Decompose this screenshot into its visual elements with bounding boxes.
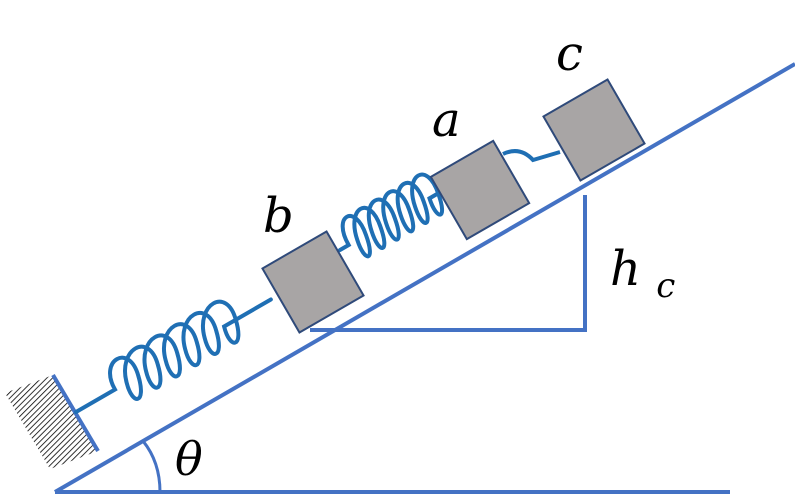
label-height: h c bbox=[610, 241, 675, 306]
height-triangle bbox=[310, 195, 587, 332]
label-height-main: h bbox=[610, 241, 641, 297]
label-block-c: c bbox=[556, 26, 583, 82]
angle-arc bbox=[141, 440, 162, 493]
block-a bbox=[429, 139, 531, 241]
label-angle: θ bbox=[175, 432, 203, 486]
spring-wall-to-b bbox=[74, 297, 273, 414]
label-block-a: a bbox=[432, 92, 461, 148]
incline-line bbox=[53, 62, 795, 494]
fixed-wall bbox=[5, 375, 98, 469]
block-c bbox=[542, 78, 646, 182]
block-b bbox=[261, 230, 365, 334]
spring-b-to-a bbox=[338, 172, 446, 259]
label-block-b: b bbox=[263, 188, 294, 244]
label-height-sub: c bbox=[656, 266, 675, 306]
link-a-to-c bbox=[502, 149, 561, 163]
